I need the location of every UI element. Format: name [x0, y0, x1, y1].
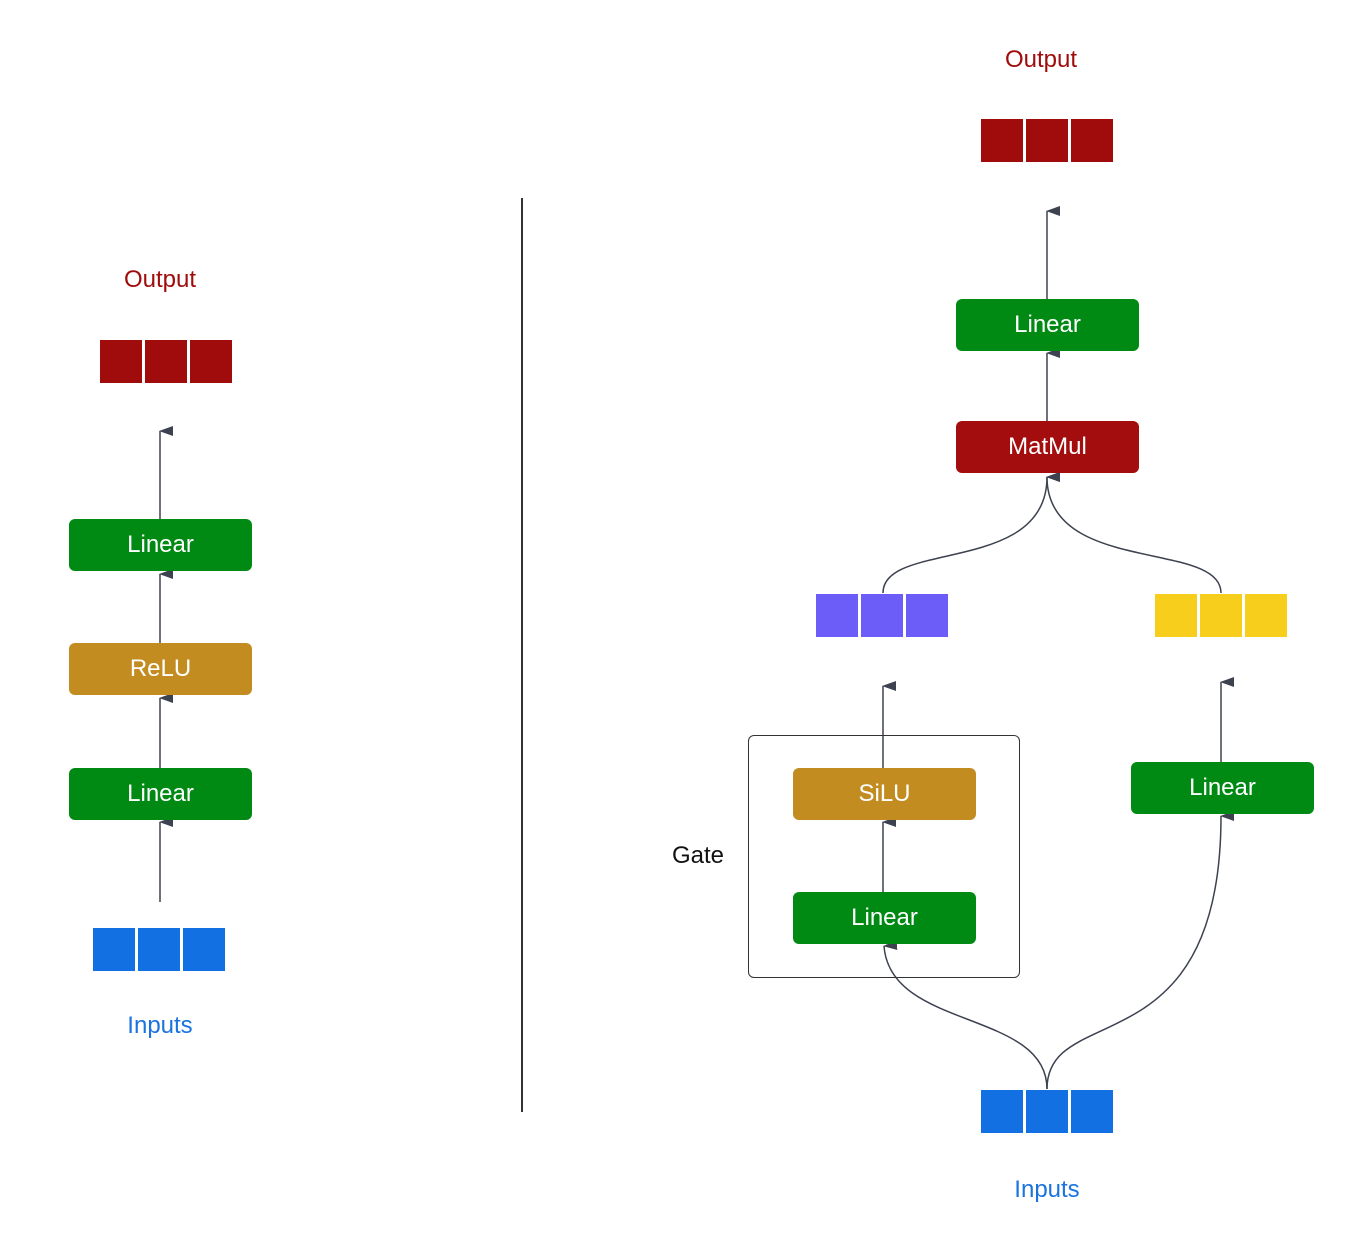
vector-cell: [93, 928, 135, 971]
silu-block: SiLU: [793, 768, 976, 820]
left-output-label: Output: [123, 266, 197, 293]
left-linear-1-block: Linear: [69, 768, 252, 820]
gate-output-vector: [816, 594, 948, 637]
vector-cell: [1200, 594, 1242, 637]
vector-cell: [981, 119, 1023, 162]
right-inputs-label: Inputs: [1014, 1176, 1080, 1203]
right-output-vector: [981, 119, 1113, 162]
left-linear-2-block: Linear: [69, 519, 252, 571]
vector-cell: [145, 340, 187, 383]
vector-cell: [1245, 594, 1287, 637]
vector-cell: [1071, 119, 1113, 162]
left-relu-block: ReLU: [69, 643, 252, 695]
arrow-inputs-to-right-linear: [1046, 811, 1235, 1090]
right-output-label: Output: [1004, 46, 1078, 73]
vector-cell: [100, 340, 142, 383]
vector-cell: [1026, 119, 1068, 162]
left-input-vector: [93, 928, 225, 971]
section-divider: [521, 198, 523, 1112]
right-input-vector: [981, 1090, 1113, 1133]
vector-cell: [1155, 594, 1197, 637]
vector-cell: [183, 928, 225, 971]
vector-cell: [906, 594, 948, 637]
vector-cell: [1071, 1090, 1113, 1133]
gate-box: [748, 735, 1020, 978]
vector-cell: [138, 928, 180, 971]
gate-linear-block: Linear: [793, 892, 976, 944]
left-output-vector: [100, 340, 232, 383]
vector-cell: [190, 340, 232, 383]
gate-label: Gate: [671, 842, 725, 869]
matmul-block: MatMul: [956, 421, 1139, 473]
vector-cell: [1026, 1090, 1068, 1133]
arrow-inputs-to-gate-linear: [883, 940, 1048, 1090]
left-inputs-label: Inputs: [127, 1012, 193, 1039]
right-top-linear-block: Linear: [956, 299, 1139, 351]
vector-cell: [861, 594, 903, 637]
arrow-purple-to-matmul: [882, 472, 1061, 594]
arrow-yellow-to-matmul: [1046, 471, 1222, 594]
linear-output-vector: [1155, 594, 1287, 637]
vector-cell: [816, 594, 858, 637]
vector-cell: [981, 1090, 1023, 1133]
right-linear-block: Linear: [1131, 762, 1314, 814]
